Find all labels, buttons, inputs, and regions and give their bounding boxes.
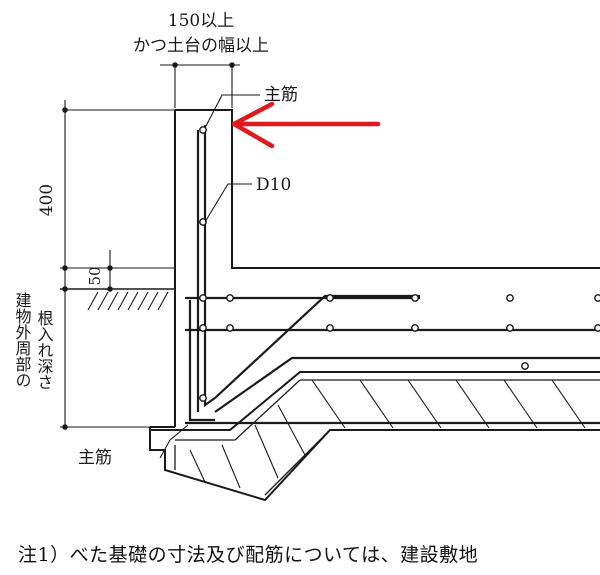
diagonal-bar-2 (214, 356, 600, 413)
main-bar-top-label: 主筋 (264, 85, 298, 105)
foundation-section-diagram: 150以上 かつ土台の幅以上 主筋 D10 400 50 建物外周部の 根入れ深… (13, 11, 600, 502)
height-above-ground-label: 50 (86, 266, 104, 285)
width-requirement-line1: 150以上 (168, 11, 234, 31)
rebar-group (185, 125, 600, 425)
lower-hook-bar (188, 300, 215, 422)
diagonal-bar-1 (214, 294, 420, 399)
stirrup-bar-inner (203, 125, 216, 408)
ground-hatch-icon (60, 288, 175, 311)
leader-lines (159, 94, 260, 459)
embedment-depth-line2: 根入れ深さ (35, 310, 54, 390)
width-requirement-line2: かつ土台の幅以上 (133, 36, 269, 56)
height-total-label: 400 (37, 184, 57, 216)
dimension-lines (60, 62, 240, 430)
main-bar-bottom-label: 主筋 (78, 448, 112, 468)
concrete-outline (149, 109, 600, 502)
footnote: 注1）べた基礎の寸法及び配筋については、建設敷地 (18, 544, 479, 566)
embedment-depth-line1: 建物外周部の (13, 292, 32, 388)
rebar-dots (199, 126, 600, 402)
stirrup-label: D10 (256, 175, 291, 195)
red-arrow-icon (231, 101, 381, 149)
gravel-layer (174, 379, 600, 496)
